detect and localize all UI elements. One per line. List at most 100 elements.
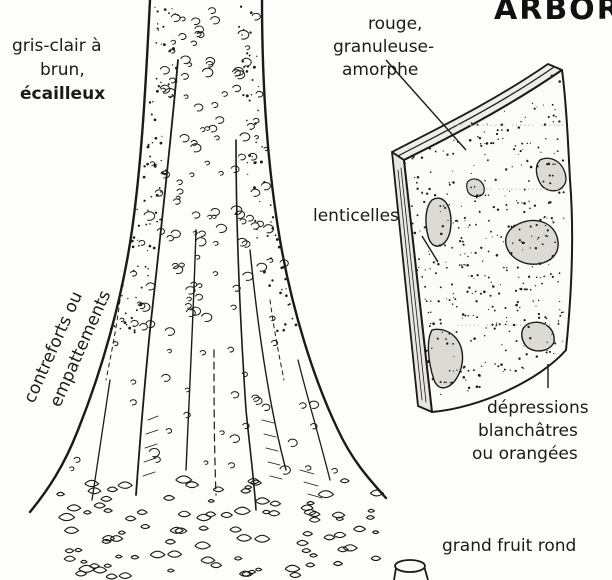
bark-scale	[251, 189, 260, 196]
slab-speckle	[484, 275, 485, 276]
slab-speckle	[513, 148, 515, 150]
bark-stipple	[156, 90, 159, 93]
slab-speckle	[426, 193, 428, 195]
slab-speckle	[521, 143, 523, 145]
slab-speckle	[488, 251, 490, 253]
slab-speckle	[461, 264, 462, 265]
bark-scale	[231, 166, 239, 172]
slab-speckle	[480, 143, 482, 145]
bark-scale	[202, 68, 213, 77]
litter-leaf	[310, 554, 318, 557]
bark-stipple	[156, 221, 158, 223]
bark-scale	[177, 180, 183, 185]
bark-scale	[245, 46, 250, 50]
slab-speckle	[461, 266, 463, 268]
bark-scale	[179, 34, 186, 40]
litter-leaf	[230, 527, 241, 532]
slab-speckle	[558, 323, 560, 325]
slab-speckle	[446, 342, 448, 344]
slab-speckle	[486, 238, 487, 239]
bark-stipple	[158, 85, 160, 87]
bark-stipple	[155, 137, 158, 140]
litter-leaf	[119, 573, 131, 579]
slab-speckle	[554, 153, 555, 154]
slab-speckle	[544, 216, 546, 218]
slab-speckle	[449, 370, 451, 372]
slab-speckle	[531, 236, 532, 237]
slab-speckle	[438, 300, 440, 302]
slab-speckle	[463, 367, 465, 369]
bark-stipple	[157, 23, 159, 25]
slab-speckle	[530, 289, 532, 291]
slab-speckle	[562, 341, 563, 342]
slab-speckle	[520, 150, 522, 152]
slab-speckle	[469, 224, 471, 226]
bark-scale	[171, 14, 180, 21]
slab-speckle	[521, 241, 522, 242]
litter-leaf	[213, 487, 223, 492]
bark-scale	[253, 118, 259, 123]
litter-leaf	[131, 556, 139, 559]
slab-speckle	[448, 333, 450, 335]
litter-leaf	[307, 502, 314, 505]
bark-stipple	[243, 29, 244, 30]
bark-stipple	[140, 303, 143, 306]
slab-speckle	[444, 207, 446, 209]
slab-speckle	[518, 154, 519, 155]
bark-scale	[219, 171, 224, 175]
slab-speckle	[529, 207, 531, 209]
slab-speckle	[436, 245, 437, 246]
slab-speckle	[552, 104, 554, 106]
label-rouge-line3: amorphe	[342, 60, 418, 81]
slab-speckle	[517, 310, 519, 312]
slab-speckle	[475, 224, 476, 225]
bark-scale	[171, 40, 176, 44]
slab-speckle	[523, 283, 525, 285]
slab-speckle	[425, 269, 426, 270]
bark-stipple	[136, 309, 138, 311]
bark-stipple	[246, 52, 248, 54]
bark-stipple	[164, 8, 167, 11]
bark-stipple	[177, 15, 178, 16]
litter-leaf	[221, 512, 232, 517]
bark-stipple	[284, 323, 287, 326]
bark-scale	[140, 324, 148, 330]
litter-leaf	[241, 489, 251, 493]
bark-scale	[184, 95, 188, 98]
slab-speckle	[484, 335, 485, 336]
litter-leaf	[64, 556, 75, 561]
bark-scale	[238, 30, 249, 39]
slab-speckle	[420, 231, 421, 232]
litter-leaf	[199, 526, 208, 530]
bark-stipple	[256, 237, 258, 239]
slab-speckle	[502, 138, 503, 139]
slab-speckle	[446, 298, 447, 299]
bark-stipple	[153, 247, 156, 250]
bark-stipple	[174, 13, 176, 15]
slab-speckle	[488, 277, 490, 279]
slab-speckle	[537, 107, 538, 108]
slab-speckle	[535, 285, 536, 286]
slab-speckle	[548, 264, 549, 265]
slab-speckle	[521, 164, 522, 165]
litter-leaf	[366, 516, 374, 520]
slab-speckle	[473, 165, 474, 166]
slab-speckle	[476, 179, 477, 180]
slab-speckle	[536, 224, 538, 226]
slab-speckle	[557, 138, 559, 140]
slab-speckle	[467, 256, 468, 257]
slab-speckle	[468, 287, 470, 289]
litter-leaf	[255, 568, 261, 571]
slab-speckle	[540, 152, 541, 153]
bark-scale	[167, 236, 174, 241]
slab-speckle	[456, 306, 458, 308]
bark-scale	[120, 318, 124, 321]
litter-leaf	[88, 488, 101, 494]
litter-leaf	[269, 511, 280, 516]
slab-speckle	[494, 363, 496, 365]
bark-stipple	[249, 31, 251, 33]
bark-stipple	[128, 327, 131, 330]
slab-speckle	[547, 236, 549, 238]
slab-speckle	[552, 175, 554, 177]
bark-stipple	[155, 212, 157, 214]
